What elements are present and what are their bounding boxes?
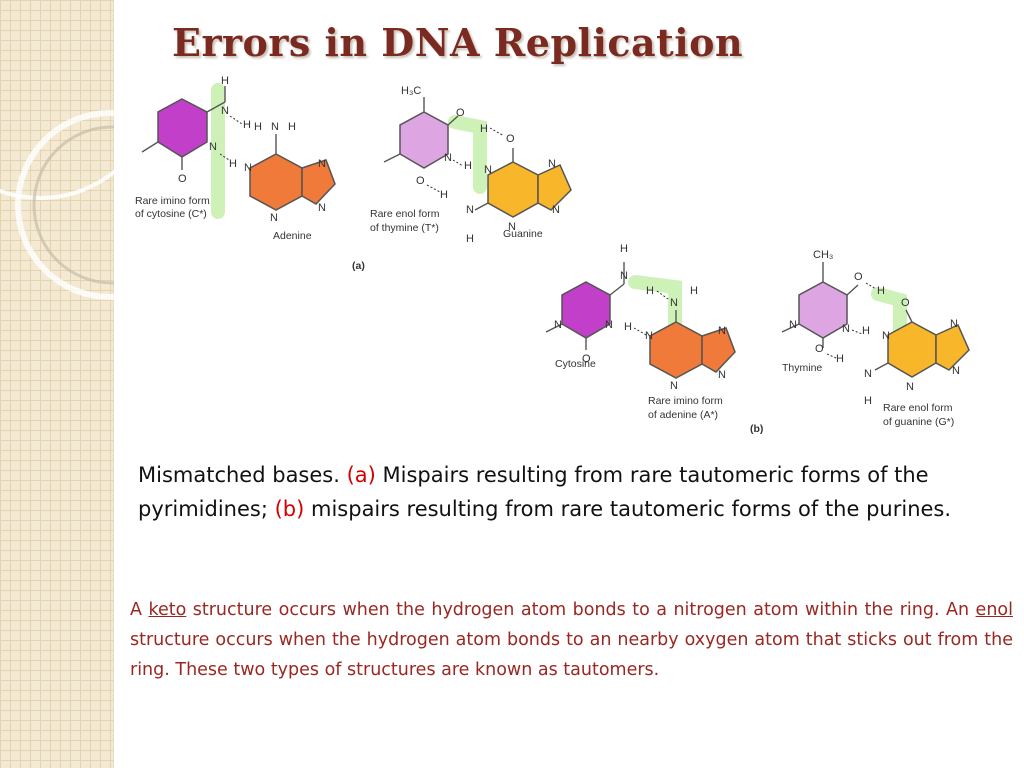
tautomer-mispairs-figure: H N H N H O N H H N N N N Rare imino for… (135, 75, 970, 435)
svg-text:N: N (548, 158, 556, 170)
guanine-ring-b (887, 321, 937, 378)
svg-text:N: N (718, 325, 726, 337)
svg-text:H: H (624, 321, 632, 333)
svg-text:O: O (815, 343, 824, 355)
pair-a1: H N H N H O N H H N N N N Rare imino for… (135, 75, 336, 242)
thymine-ring (399, 111, 449, 169)
b2-pyrimidine-label: Thymine (782, 362, 822, 374)
a2-caption-line2: of thymine (T*) (370, 222, 439, 234)
svg-text:H: H (466, 233, 474, 245)
svg-text:N: N (864, 368, 872, 380)
svg-text:O: O (416, 175, 425, 187)
svg-text:H: H (288, 121, 296, 133)
b2-caption-line1: Rare enol form (883, 402, 953, 414)
pair-b2: CH₃ O H O N H N O H N N H N N N Thymine … (781, 249, 970, 428)
svg-text:O: O (178, 173, 187, 185)
b1-caption-line1: Rare imino form (648, 395, 723, 407)
svg-text:H₃C: H₃C (401, 85, 421, 97)
svg-text:N: N (952, 365, 960, 377)
adenine-ring-b (649, 321, 703, 379)
svg-text:H: H (862, 325, 870, 337)
svg-text:N: N (554, 319, 562, 331)
svg-text:N: N (950, 318, 958, 330)
svg-text:N: N (244, 162, 252, 174)
cytosine-ring-b (561, 281, 611, 339)
svg-text:N: N (645, 330, 653, 342)
caption-marker-b: (b) (274, 497, 305, 521)
svg-text:O: O (506, 133, 515, 145)
a2-partner-label: Guanine (503, 228, 543, 240)
svg-text:N: N (466, 204, 474, 216)
note-text-3: structure occurs when the hydrogen atom … (130, 630, 1013, 680)
svg-text:N: N (605, 319, 613, 331)
panel-a-label: (a) (352, 260, 365, 272)
svg-text:N: N (444, 152, 452, 164)
svg-text:N: N (508, 221, 516, 233)
svg-text:N: N (906, 381, 914, 393)
a1-partner-label: Adenine (273, 230, 312, 242)
svg-text:N: N (620, 270, 628, 282)
svg-text:N: N (789, 319, 797, 331)
b2-caption-line2: of guanine (G*) (883, 416, 954, 428)
note-enol-term: enol (975, 600, 1013, 620)
svg-text:N: N (552, 204, 560, 216)
panel-b-label: (b) (750, 423, 763, 435)
pair-b1: H N H N H N H N O N N N N Cytosine Rare … (545, 243, 736, 421)
guanine-ring (487, 161, 539, 218)
svg-text:N: N (882, 330, 890, 342)
sidebar-decoration (0, 0, 114, 768)
svg-text:H: H (243, 119, 251, 131)
svg-text:H: H (690, 285, 698, 297)
svg-text:CH₃: CH₃ (813, 249, 833, 261)
a1-caption-line1: Rare imino form (135, 195, 210, 207)
note-keto-term: keto (148, 600, 187, 620)
svg-text:H: H (877, 285, 885, 297)
svg-text:O: O (456, 107, 465, 119)
figure-caption: Mismatched bases. (a) Mispairs resulting… (138, 458, 998, 526)
svg-text:N: N (318, 202, 326, 214)
b1-caption-line2: of adenine (A*) (648, 409, 718, 421)
svg-text:H: H (440, 189, 448, 201)
svg-text:N: N (484, 164, 492, 176)
svg-text:H: H (836, 353, 844, 365)
svg-text:N: N (718, 369, 726, 381)
svg-text:H: H (480, 123, 488, 135)
svg-text:N: N (271, 121, 279, 133)
sidebar-rings (0, 110, 114, 300)
note-text-2: structure occurs when the hydrogen atom … (186, 600, 976, 620)
svg-text:N: N (221, 105, 229, 117)
svg-text:H: H (864, 395, 872, 407)
thymine-ring-b (798, 281, 848, 339)
svg-text:H: H (254, 121, 262, 133)
adenine-ring (249, 153, 303, 211)
tautomer-explanation: A keto structure occurs when the hydroge… (130, 595, 1013, 685)
b1-pyrimidine-label: Cytosine (555, 358, 596, 370)
svg-text:N: N (670, 297, 678, 309)
page-title: Errors in DNA Replication (172, 20, 744, 65)
cytosine-ring (157, 98, 208, 158)
svg-text:H: H (464, 160, 472, 172)
svg-text:N: N (209, 141, 217, 153)
caption-marker-a: (a) (346, 463, 376, 487)
pair-a2: H₃C O H O N H O N H N H N N N Rare enol … (370, 85, 572, 245)
svg-text:H: H (620, 243, 628, 255)
a2-caption-line1: Rare enol form (370, 208, 440, 220)
svg-text:N: N (842, 323, 850, 335)
svg-text:H: H (221, 75, 229, 87)
svg-text:N: N (670, 380, 678, 392)
svg-text:O: O (901, 297, 910, 309)
svg-text:H: H (646, 285, 654, 297)
caption-text-1: Mismatched bases. (138, 463, 347, 487)
svg-text:N: N (270, 212, 278, 224)
caption-text-3: mispairs resulting from rare tautomeric … (304, 497, 952, 521)
a1-caption-line2: of cytosine (C*) (135, 208, 207, 220)
svg-text:H: H (229, 158, 237, 170)
svg-text:O: O (854, 271, 863, 283)
svg-text:N: N (318, 158, 326, 170)
svg-text:O: O (582, 353, 591, 365)
note-text-1: A (130, 600, 149, 620)
caption-text-2: Mispairs resulting from rare tautomeric … (138, 463, 929, 521)
